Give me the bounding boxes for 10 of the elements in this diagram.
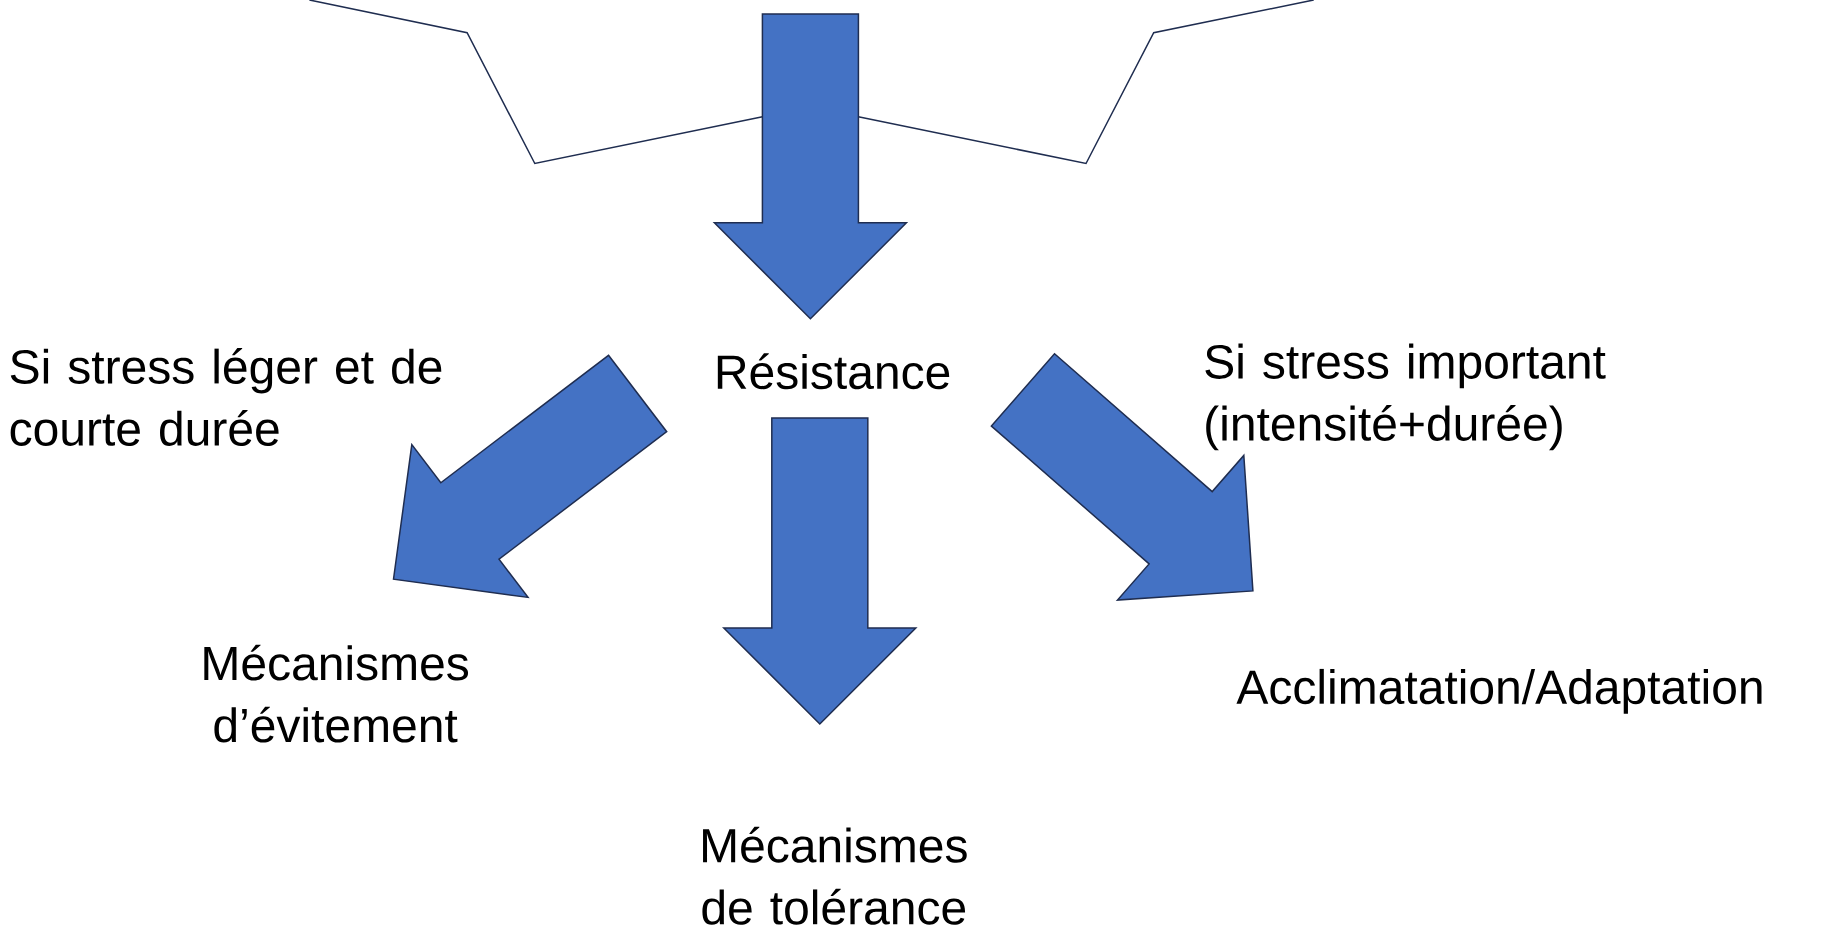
block-arrow [712, 13, 909, 320]
node-text: Acclimatation/Adaptation [1236, 668, 1762, 714]
block-arrow [722, 417, 918, 726]
block-arrow [990, 352, 1254, 601]
edge-label: Si stress important (intensité+durée) [1205, 343, 1606, 451]
edge-label: Si stress léger et de courte durée [10, 348, 442, 446]
block-arrow [392, 354, 668, 599]
node-text: Mécanismes d’évitement [204, 644, 469, 743]
node-text: Mécanismes de tolérance [702, 826, 967, 925]
node-text: Résistance [717, 353, 950, 390]
